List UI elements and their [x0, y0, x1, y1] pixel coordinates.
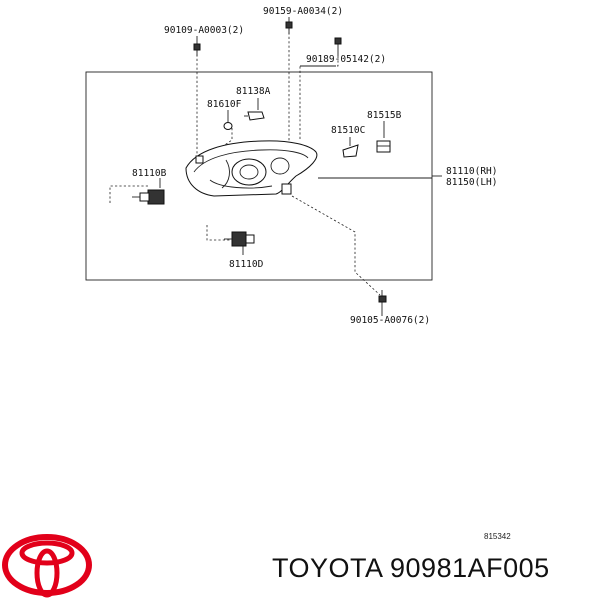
- label-81138a: 81138A: [236, 86, 271, 97]
- label-90109: 90109-A0003(2): [164, 25, 244, 36]
- bracket-81515b: [376, 140, 391, 153]
- dash-bulb-d: [206, 225, 232, 241]
- screw-90159: [285, 21, 293, 34]
- cap-81610f: [223, 122, 233, 130]
- label-90189: 90189-05142(2): [306, 54, 386, 65]
- dash-screw-right: [299, 56, 339, 140]
- label-81610f: 81610F: [207, 99, 242, 110]
- cover-81510c: [342, 144, 359, 158]
- dash-bulb-b: [109, 185, 150, 203]
- bulb-81110d: [224, 231, 255, 247]
- label-81150-lh: 81150(LH): [446, 177, 497, 188]
- dash-bottom-screw: [291, 195, 381, 296]
- brand-part-number: TOYOTA 90981AF005: [272, 553, 550, 583]
- label-81110-rh: 81110(RH): [446, 166, 497, 177]
- screw-90189: [334, 37, 342, 45]
- label-81510c: 81510C: [331, 125, 365, 136]
- toyota-logo: [2, 534, 92, 598]
- bulb-81110b: [132, 189, 165, 205]
- label-90159: 90159-A0034(2): [263, 6, 343, 17]
- clip-81138a: [244, 111, 265, 121]
- headlamp-assembly: [185, 140, 318, 197]
- label-90105: 90105-A0076(2): [350, 315, 430, 326]
- label-81110d: 81110D: [229, 259, 264, 270]
- diagram-code: 815342: [484, 532, 511, 541]
- screw-90105: [378, 295, 387, 303]
- label-81110b: 81110B: [132, 168, 167, 179]
- label-81515b: 81515B: [367, 110, 402, 121]
- screw-90109: [193, 43, 201, 56]
